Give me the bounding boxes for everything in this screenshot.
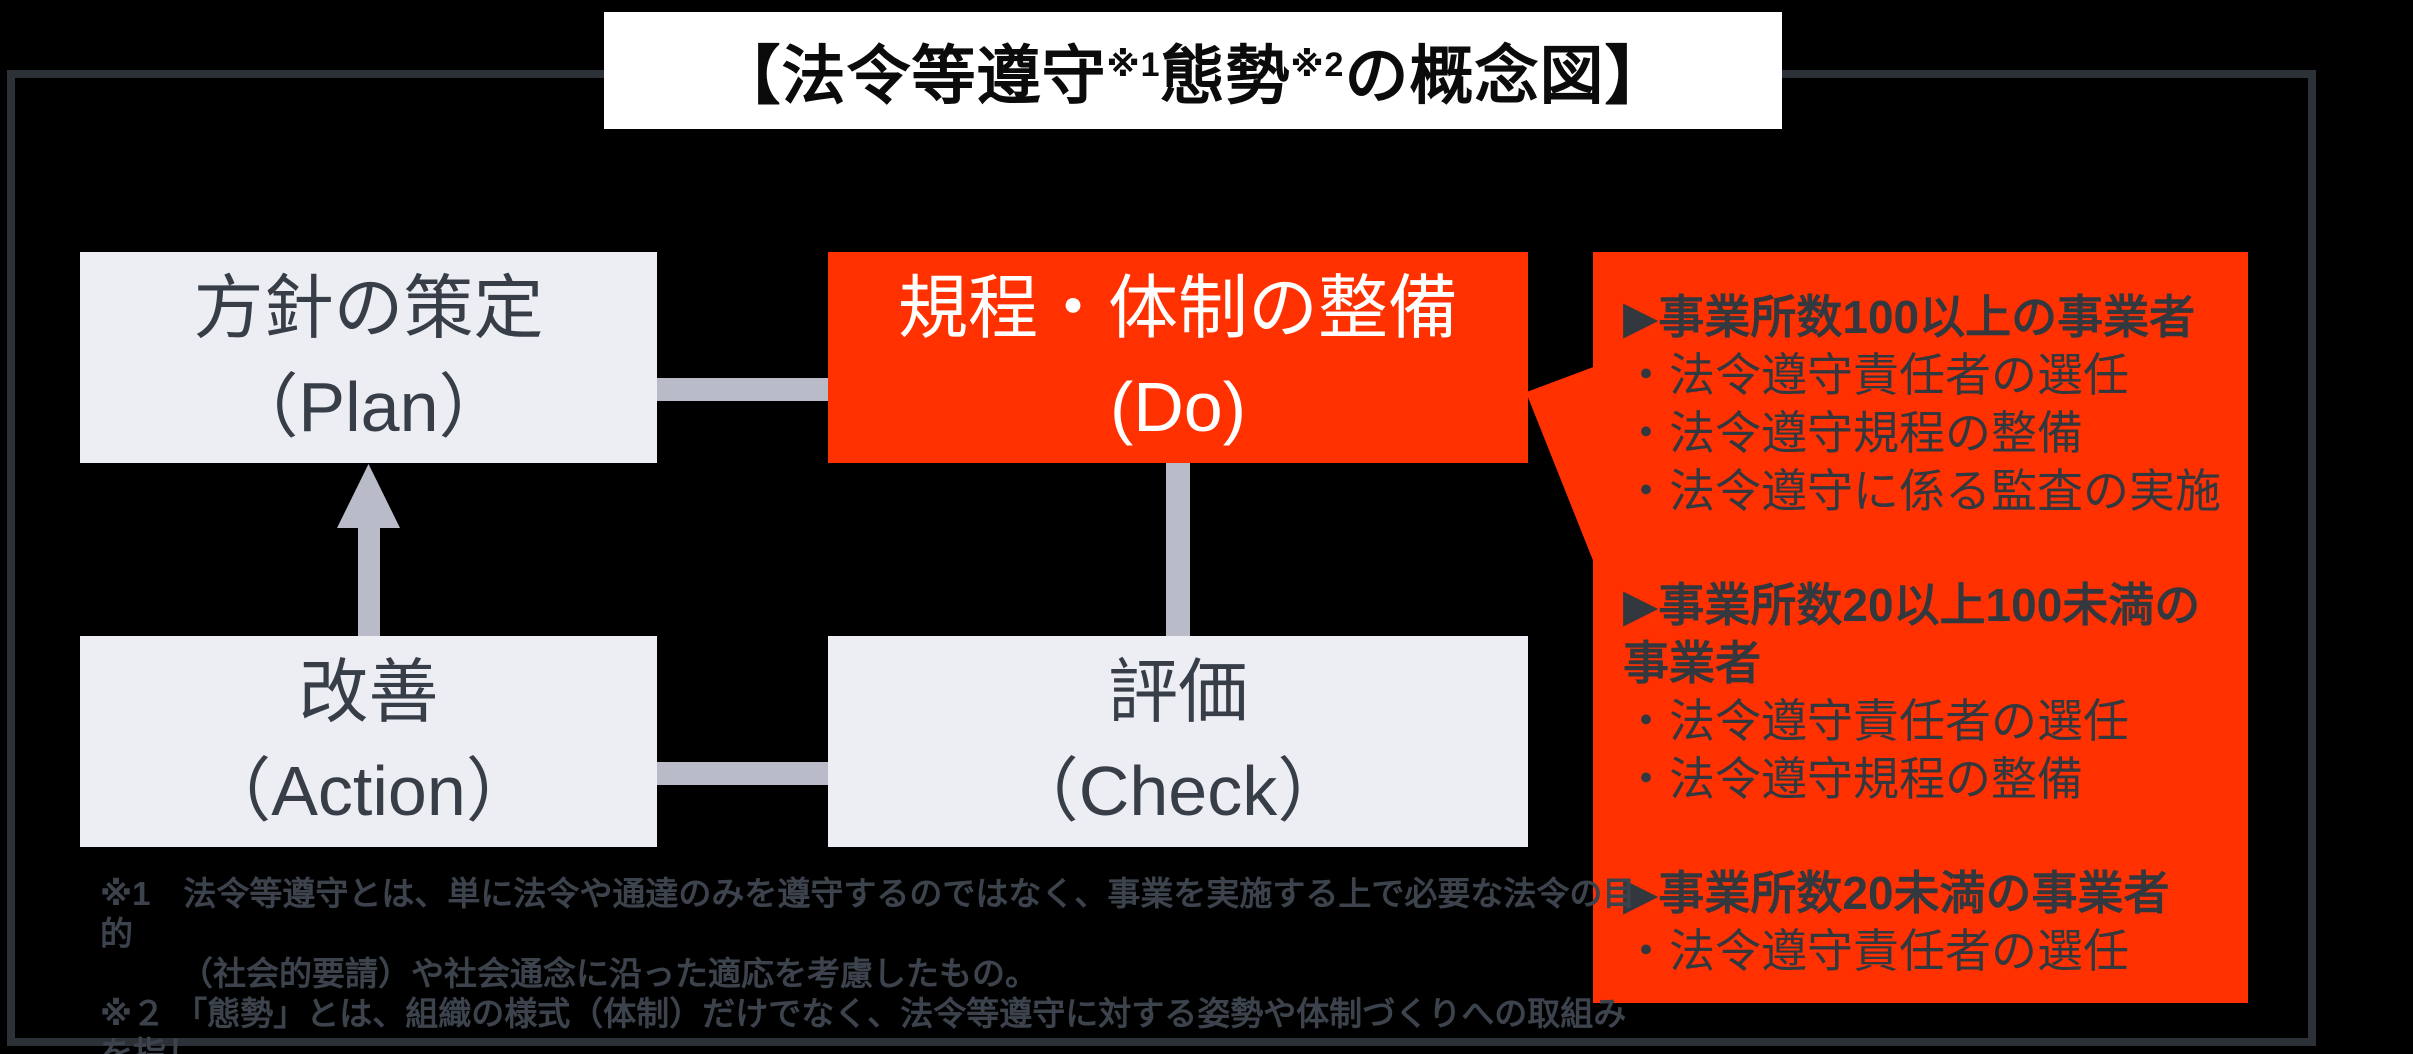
callout-heading-text: 事業所数20未満の事業者: [1658, 867, 2170, 919]
callout-item: ・法令遵守責任者の選任: [1623, 349, 2129, 401]
callout-group-2: ▶事業所数20以上100未満の事業者・法令遵守責任者の選任・法令遵守規程の整備: [1623, 576, 2222, 808]
box-do-sub: (Do): [1109, 367, 1247, 446]
arrow-action-to-plan-shaft: [358, 526, 380, 637]
box-action: 改善 （Action）: [80, 636, 657, 847]
callout-group-heading: ▶事業所数100以上の事業者: [1623, 288, 2222, 346]
connector-plan-do: [657, 378, 828, 401]
connector-do-check: [1166, 463, 1190, 636]
box-check: 評価 （Check）: [828, 636, 1528, 847]
footnote-line-2: （社会的要請）や社会通念に沿った適応を考慮したもの。: [180, 955, 1038, 992]
callout-item: ・法令遵守責任者の選任: [1623, 925, 2129, 977]
title-text-part1: 【法令等遵守: [716, 39, 1107, 112]
callout-requirements: ▶事業所数100以上の事業者・法令遵守責任者の選任・法令遵守規程の整備・法令遵守…: [1593, 252, 2248, 1003]
box-check-label: 評価: [1108, 652, 1248, 731]
title-text-part2: 態勢: [1160, 39, 1291, 112]
callout-heading-text: 事業所数20以上100未満の事業者: [1623, 579, 2201, 689]
callout-group-heading: ▶事業所数20未満の事業者: [1623, 864, 2222, 922]
title-footnote-ref-2: ※2: [1290, 45, 1345, 84]
title-text-part3: の概念図】: [1344, 39, 1670, 112]
box-plan-label: 方針の策定: [193, 268, 544, 347]
title-footnote-ref-1: ※1: [1106, 45, 1161, 84]
box-check-sub: （Check）: [1008, 751, 1348, 830]
box-action-label: 改善: [298, 652, 439, 731]
box-plan: 方針の策定 （Plan）: [80, 252, 657, 463]
footnote-line-1: ※1 法令等遵守とは、単に法令や通達のみを遵守するのではなく、事業を実施する上で…: [100, 875, 1636, 952]
callout-item: ・法令遵守規程の整備: [1623, 753, 2083, 805]
box-plan-sub: （Plan）: [228, 367, 509, 446]
connector-action-check: [657, 762, 828, 785]
callout-item: ・法令遵守に係る監査の実施: [1623, 465, 2221, 517]
box-action-sub: （Action）: [201, 751, 536, 830]
right-triangle-bullet-icon: ▶: [1623, 867, 1659, 919]
callout-group-3: ▶事業所数20未満の事業者・法令遵守責任者の選任: [1623, 864, 2222, 980]
callout-item: ・法令遵守責任者の選任: [1623, 695, 2129, 747]
callout-item: ・法令遵守規程の整備: [1623, 407, 2083, 459]
callout-groups: ▶事業所数100以上の事業者・法令遵守責任者の選任・法令遵守規程の整備・法令遵守…: [1623, 288, 2222, 980]
right-triangle-bullet-icon: ▶: [1623, 291, 1659, 343]
box-do: 規程・体制の整備 (Do): [828, 252, 1528, 463]
right-triangle-bullet-icon: ▶: [1623, 579, 1659, 631]
footnotes: ※1 法令等遵守とは、単に法令や通達のみを遵守するのではなく、事業を実施する上で…: [100, 874, 1640, 1054]
callout-heading-text: 事業所数100以上の事業者: [1658, 291, 2196, 343]
callout-group-heading: ▶事業所数20以上100未満の事業者: [1623, 576, 2222, 692]
callout-group-1: ▶事業所数100以上の事業者・法令遵守責任者の選任・法令遵守規程の整備・法令遵守…: [1623, 288, 2222, 520]
box-do-label: 規程・体制の整備: [898, 268, 1458, 347]
footnote-line-3: ※２ 「態勢」とは、組織の様式（体制）だけでなく、法令等遵守に対する姿勢や体制づ…: [100, 995, 1627, 1054]
footnote-lines: ※1 法令等遵守とは、単に法令や通達のみを遵守するのではなく、事業を実施する上で…: [100, 874, 1640, 1054]
